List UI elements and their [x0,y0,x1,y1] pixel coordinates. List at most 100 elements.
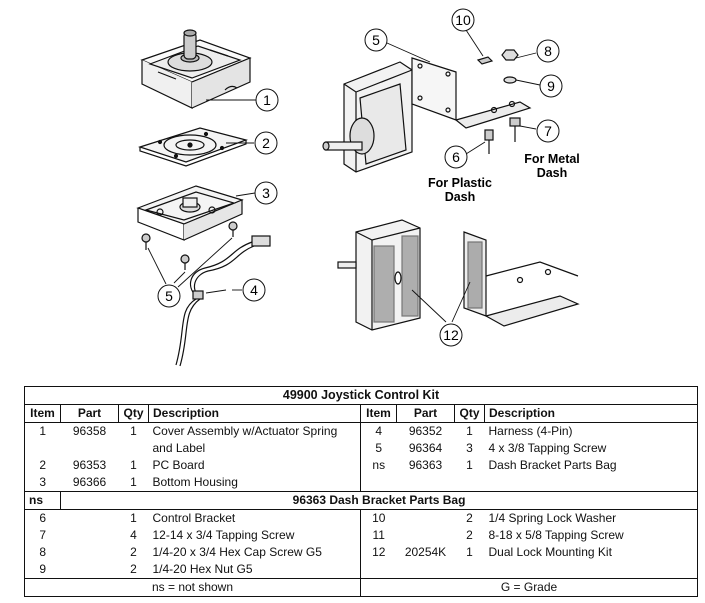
callout-3: 3 [254,181,278,205]
table-cell: 1 [466,458,473,472]
table-cell [360,561,397,579]
table-cell: 4 [360,422,397,440]
table-cell [454,474,485,492]
table-cell [61,544,119,561]
table-cell: 3 [24,474,61,492]
table-cell [119,440,149,457]
table-footer-row: ns = not shown G = Grade [24,578,699,597]
table-cell: ns [360,457,397,474]
callout-10: 10 [451,8,475,32]
table-cell: 96352 [408,424,443,438]
caption-metal-line2: Dash [537,166,568,180]
mounted-joystick-drawing [322,61,413,173]
table-cell: Dash Bracket Parts Bag [484,457,699,474]
table-cell [360,474,397,492]
callout-2: 2 [254,131,278,155]
col-header: Item [24,404,61,423]
table-cell: 9 [24,561,61,579]
table-cell [397,527,455,544]
kit-title: 49900 Joystick Control Kit [23,386,699,405]
svg-text:8: 8 [544,43,552,59]
table-cell: 96363 [408,458,443,472]
table-cell: 5 [360,440,397,457]
table-cell: Harness (4-Pin) [484,422,699,440]
table-cell: 12 [360,544,397,561]
callout-5-left: 5 [157,284,181,308]
table-cell: 1 [24,422,61,440]
svg-text:12: 12 [443,327,459,343]
table-cell: 2 [130,545,137,559]
svg-text:2: 2 [262,135,270,151]
table-cell: 1/4-20 x 3/4 Hex Cap Screw G5 [152,545,322,559]
bottom-housing-drawing [136,185,244,241]
svg-text:10: 10 [455,12,471,28]
table-row: 2 96353 1 PC Board ns 96363 1 Dash Bracket Par… [24,457,699,474]
exploded-parts-diagram: 1 2 3 4 5 5 6 7 8 9 10 12 For Plastic Da… [136,8,580,367]
bracket-hardware-drawing [476,49,521,154]
col-header: Description [483,404,699,423]
col-header: Part [396,404,455,423]
ns-label: ns [24,491,61,510]
table-cell [484,561,699,579]
svg-text:4: 4 [250,282,258,298]
table-cell: 96366 [60,474,119,492]
cover-assembly-drawing [140,29,252,109]
svg-text:6: 6 [452,149,460,165]
pc-board-drawing [138,127,249,167]
tapping-screws-drawing [141,221,238,270]
table-header-row: Item Part Qty Description Item Part Qty … [24,404,699,423]
table-row: 8 2 1/4-20 x 3/4 Hex Cap Screw G5 12 20254K… [24,544,699,561]
table-cell: Control Bracket [152,511,236,525]
table-cell [60,561,119,579]
table-cell: 1/4-20 Hex Nut G5 [148,561,361,579]
table-cell: 4 [130,528,137,542]
dual-lock-bracket-drawing [463,231,580,327]
table-cell: 20254K [404,545,447,559]
table-cell: 8 [24,544,61,561]
footer-note-ns: ns = not shown [24,578,361,597]
table-cell [397,510,455,528]
svg-text:9: 9 [547,78,555,94]
svg-text:3: 3 [262,185,270,201]
table-cell: 1 [130,511,137,525]
callout-7: 7 [536,119,560,143]
caption-metal-line1: For Metal [524,152,580,166]
svg-text:1: 1 [263,92,271,108]
parts-table: 49900 Joystick Control Kit Item Part Qty… [23,386,699,597]
table-cell: 2 [466,511,473,525]
table-cell: 96358 [72,424,107,438]
callout-12: 12 [439,323,463,347]
callout-markers: 1 2 3 4 5 5 6 7 8 9 10 12 [157,8,563,347]
callout-5-right: 5 [364,28,388,52]
col-header: Description [148,404,361,423]
table-cell: 1 [466,545,473,559]
callout-6: 6 [444,145,468,169]
table-cell: Cover Assembly w/Actuator Spring [152,424,338,438]
col-header: Qty [454,404,485,423]
table-cell [61,527,119,544]
caption-plastic-line1: For Plastic [428,176,492,190]
table-cell: 96353 [72,458,107,472]
table-cell: 1 [130,424,137,438]
table-cell: PC Board [152,458,205,472]
table-cell: 11 [360,527,397,544]
callout-8: 8 [536,39,560,63]
table-cell: Bottom Housing [148,474,361,492]
callout-1: 1 [255,88,279,112]
table-cell [24,440,61,457]
table-cell: 2 [24,457,61,474]
col-header: Qty [118,404,149,423]
svg-text:5: 5 [165,288,173,304]
footer-note-grade: G = Grade [359,578,699,597]
table-cell: 1 [466,424,473,438]
table-cell: 10 [360,509,397,527]
table-cell: 1 [130,458,137,472]
bag-title: 96363 Dash Bracket Parts Bag [60,491,699,510]
caption-plastic-line2: Dash [445,190,476,204]
col-header: Item [360,404,397,423]
svg-text:5: 5 [372,32,380,48]
